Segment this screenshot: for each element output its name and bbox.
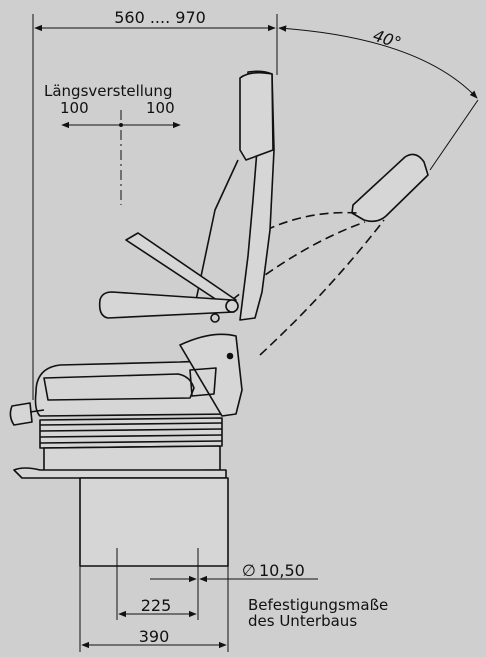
inner-width-label: 225: [141, 596, 172, 615]
armrest-raised: [125, 232, 237, 311]
angle-arc: [278, 25, 478, 99]
outer-width-label: 390: [139, 627, 170, 646]
adjust-left-value: 100: [60, 99, 89, 117]
bolt-diameter-symbol: ∅: [242, 561, 256, 580]
bellow-fold-1: [39, 422, 223, 426]
reclined-back-line-rear: [259, 219, 385, 356]
adjust-label: Längsverstellung: [44, 82, 172, 100]
armrest-pivot: [225, 299, 239, 313]
angle-dimension: [278, 25, 479, 171]
top-dimension: [32, 14, 278, 400]
seat-screw: [226, 352, 234, 360]
front-adjust-knob: [9, 402, 33, 426]
seat-rear-housing: [179, 333, 243, 417]
bellow-fold-3: [39, 434, 223, 438]
seat-lever-box: [189, 367, 217, 397]
armrest-bolt: [210, 313, 220, 323]
mounting-note-line1: Befestigungsmaße: [248, 596, 388, 614]
base-column: [79, 477, 229, 567]
headrest: [239, 71, 274, 161]
reclined-back-line-upper: [265, 211, 358, 231]
base-rail: [13, 467, 227, 479]
backrest-front-edge: [194, 159, 239, 306]
lower-frame: [43, 445, 221, 473]
top-span-label: 560 .... 970: [114, 8, 206, 27]
bellow-fold-4: [39, 440, 223, 444]
bolt-diameter-label: 10,50: [259, 561, 305, 580]
adjust-right-value: 100: [146, 99, 175, 117]
mounting-note-line2: des Unterbaus: [248, 612, 357, 630]
bellow-fold-2: [39, 428, 223, 432]
angle-label: 40°: [371, 26, 404, 53]
seat: [9, 70, 429, 567]
suspension-bellows: [39, 417, 223, 449]
reclined-headrest: [351, 153, 429, 223]
bottom-dimensions: [79, 548, 318, 652]
knob-shaft: [29, 409, 45, 413]
angle-extension-line: [429, 99, 479, 171]
adjust-center-dot: [119, 123, 123, 127]
